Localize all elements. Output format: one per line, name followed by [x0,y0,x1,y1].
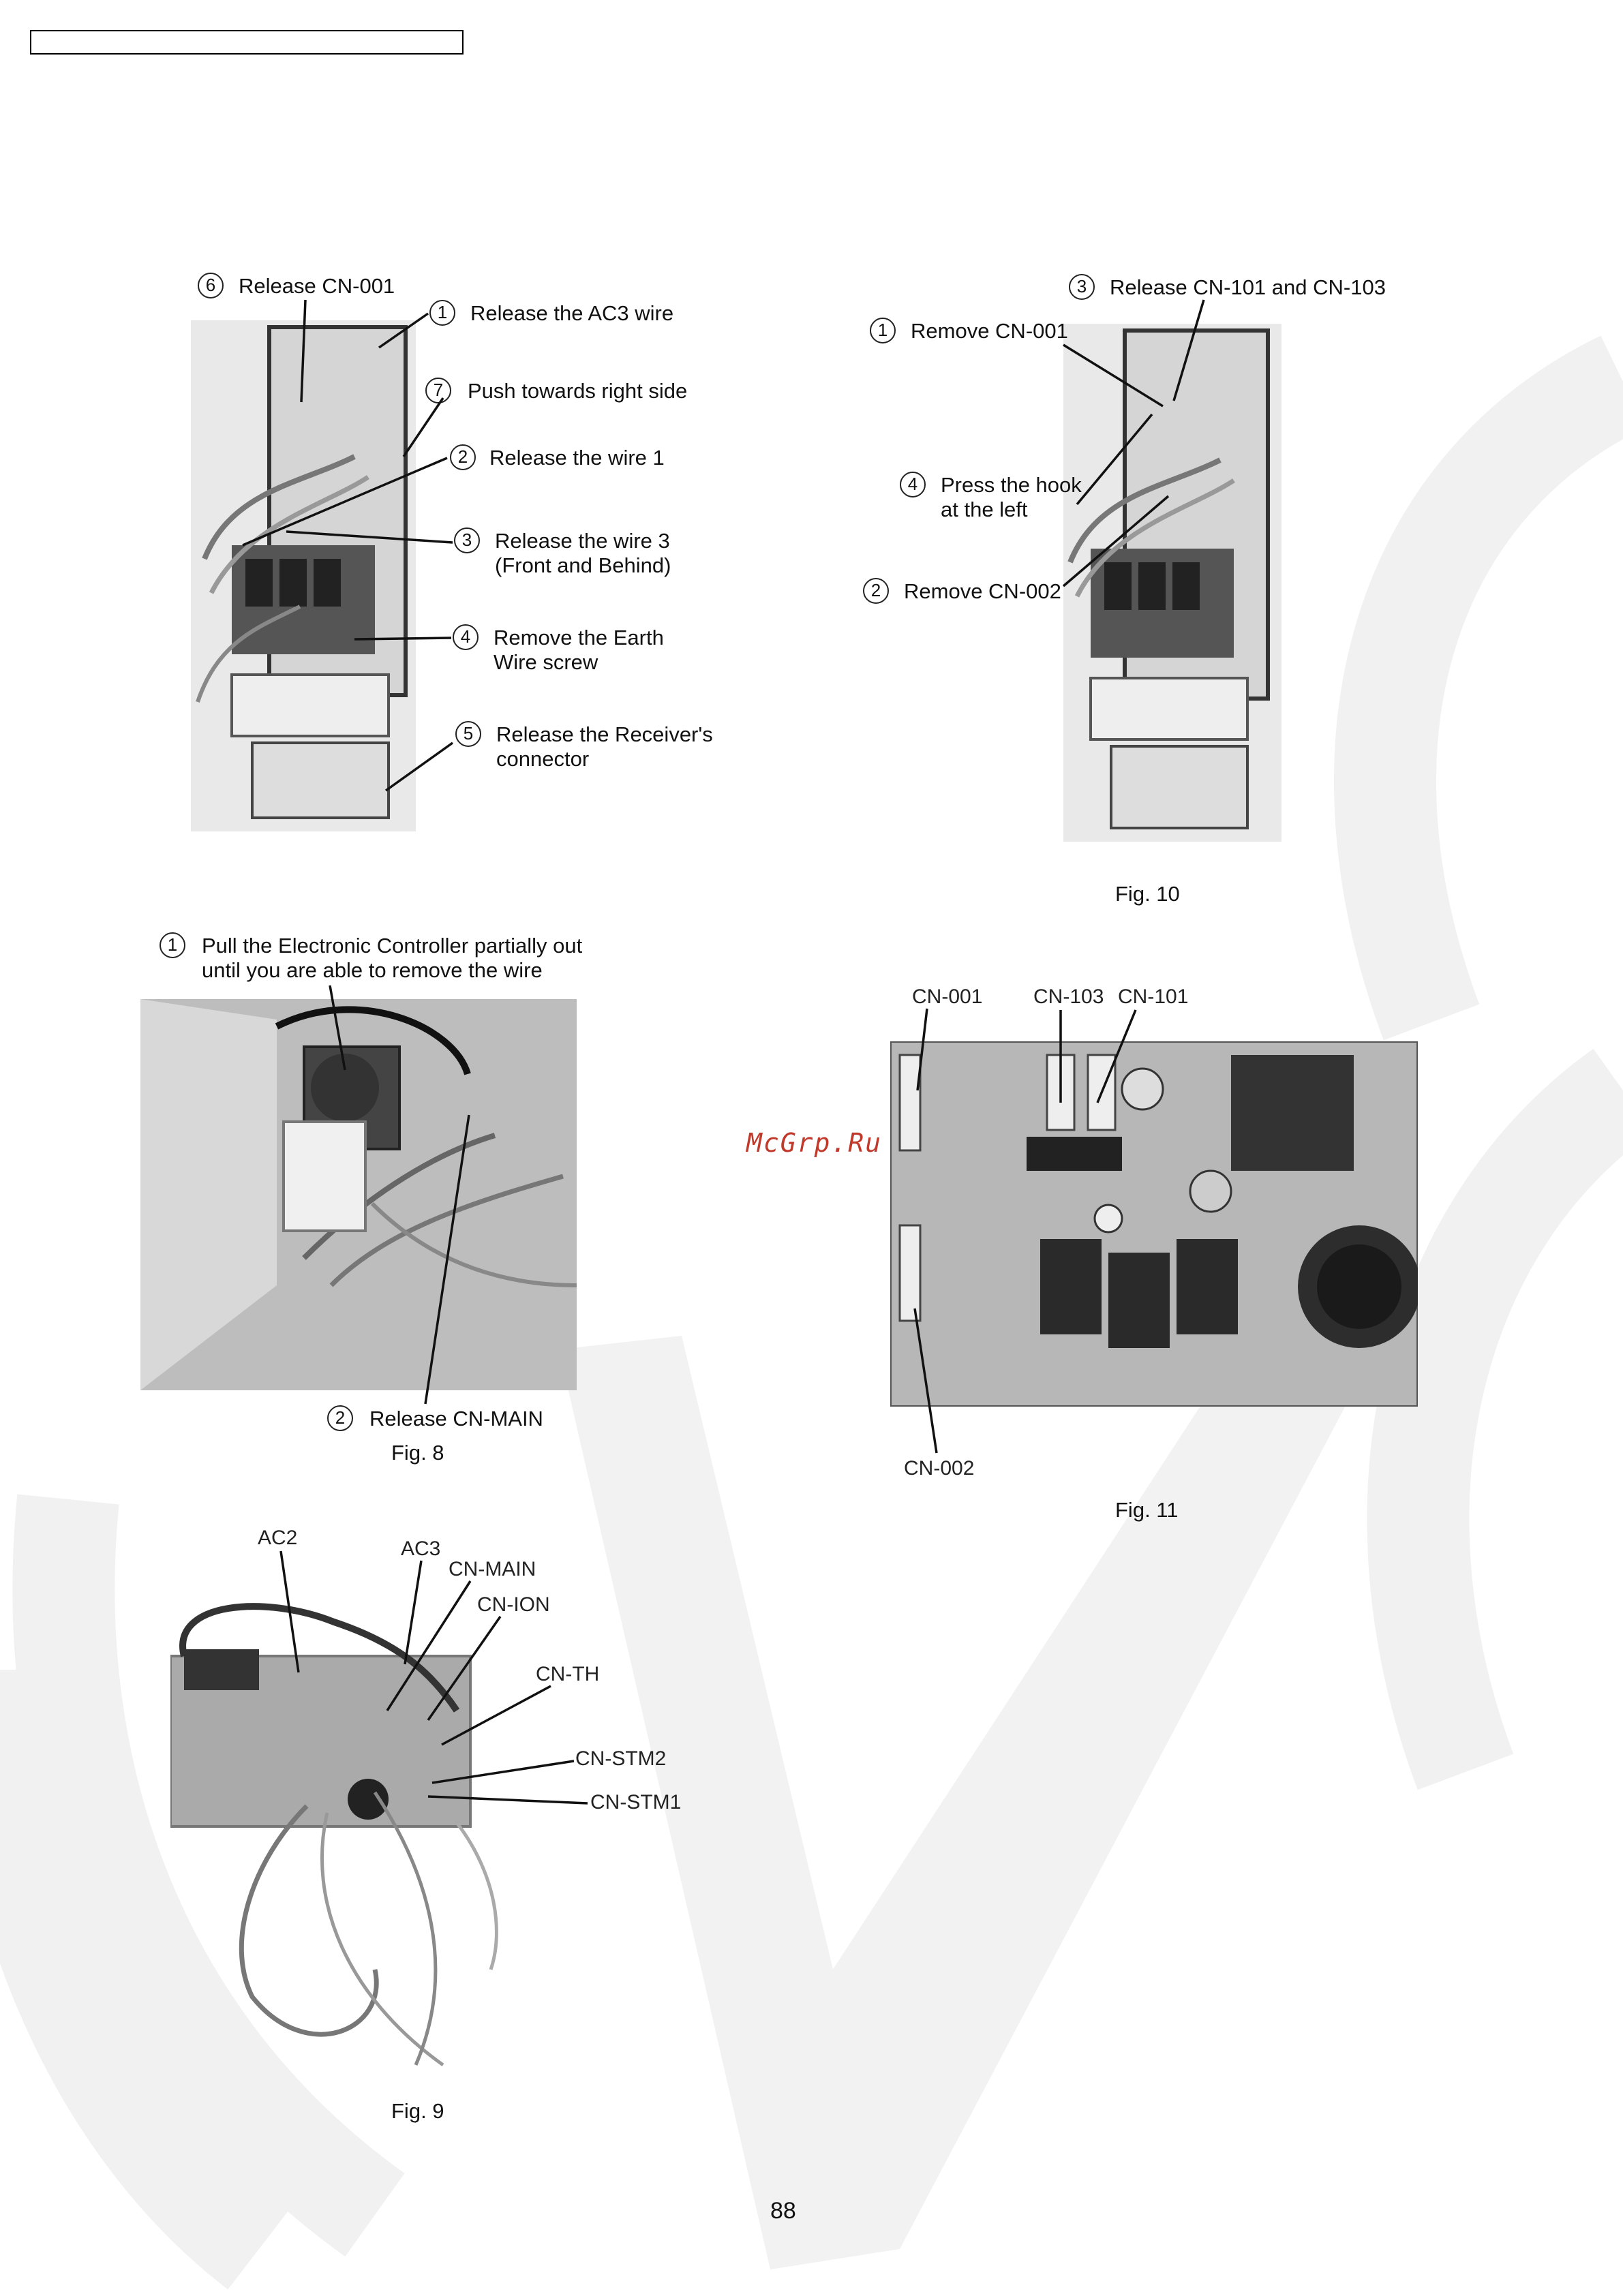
fig10-caption: Fig. 10 [1115,882,1180,906]
fig9-label-cn-main: CN-MAIN [449,1558,536,1580]
page-number: 88 [770,2198,796,2224]
fig8-photo [140,999,577,1390]
fig10-photo [1063,324,1281,842]
fig9-label-cn-ion: CN-ION [477,1593,550,1616]
fig9-label-ac2: AC2 [258,1527,298,1549]
fig11-label-cn-002: CN-002 [904,1457,975,1480]
fig9-caption: Fig. 9 [391,2099,444,2123]
fig9-label-ac3: AC3 [401,1537,441,1560]
fig9-photo [169,1588,552,2085]
fig11-caption: Fig. 11 [1115,1498,1179,1522]
fig11-label-cn-001: CN-001 [912,985,983,1008]
mcgrp-watermark-text: McGrp.Ru [746,1128,883,1158]
fig9-label-cn-stm2: CN-STM2 [575,1747,667,1770]
fig11-label-cn-103: CN-103 [1033,985,1104,1008]
fig11-label-cn-101: CN-101 [1118,985,1189,1008]
fig7-photo [191,320,416,831]
fig9-label-cn-stm1: CN-STM1 [590,1791,682,1813]
fig9-label-cn-th: CN-TH [536,1663,600,1685]
fig8-caption: Fig. 8 [391,1441,444,1465]
header-box [30,30,464,55]
fig11-photo [889,1040,1421,1408]
